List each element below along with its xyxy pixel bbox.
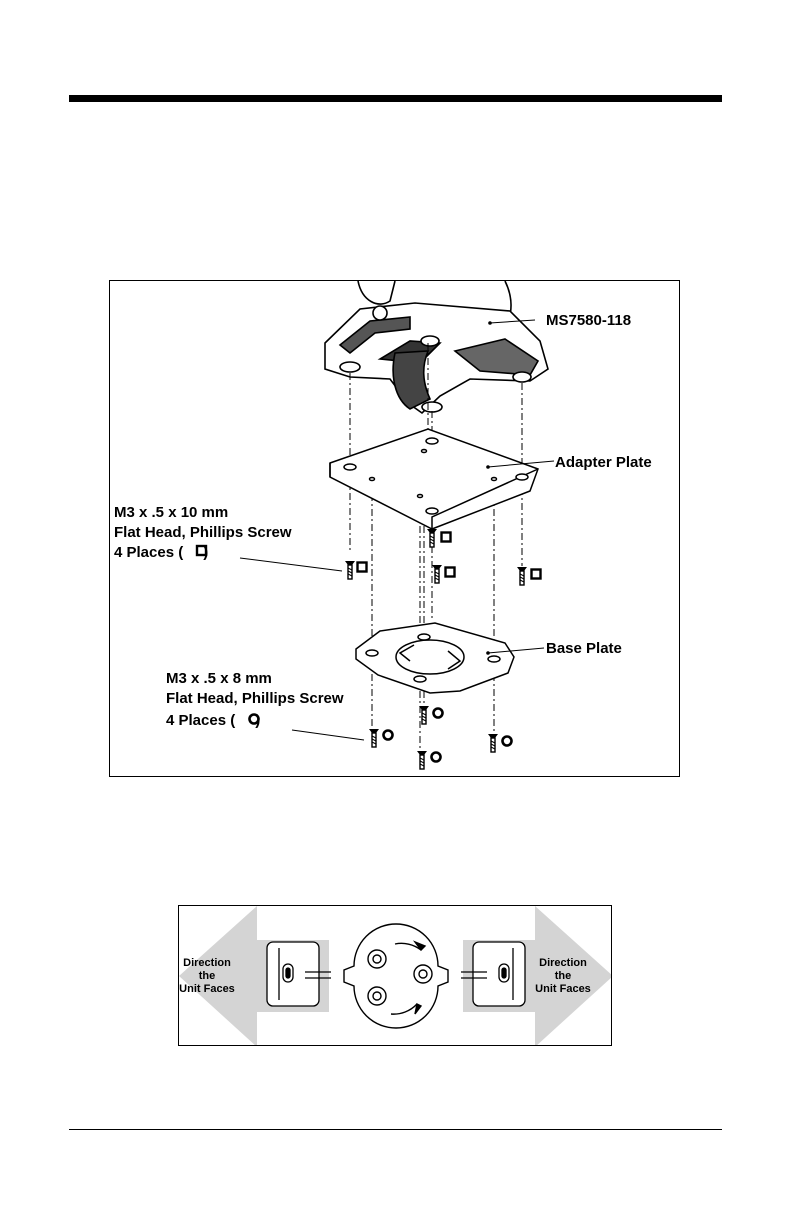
screw8-spec-line2: Flat Head, Phillips Screw xyxy=(166,690,344,707)
right-arrow-text-1: Direction xyxy=(539,957,587,969)
screw8-spec-line3: 4 Places () xyxy=(166,712,260,729)
header-rule xyxy=(69,95,722,102)
base-plate-illustration xyxy=(356,623,514,693)
mounting-diagram-svg: MS7580-118 Adapter Plate Base Plate M3 x… xyxy=(110,281,681,778)
direction-diagram: Direction the Unit Faces Direction the U… xyxy=(178,905,612,1046)
right-arrow-text-2: the xyxy=(555,970,572,982)
right-arrow-text-3: Unit Faces xyxy=(535,983,591,995)
adapter-plate-illustration xyxy=(330,429,538,529)
screw-8mm-group xyxy=(369,706,512,769)
base-plate-label: Base Plate xyxy=(546,640,622,657)
footer-rule xyxy=(69,1129,722,1130)
ms7580-stand-illustration xyxy=(325,281,548,413)
screw8-spec-line1: M3 x .5 x 8 mm xyxy=(166,670,272,687)
base-plate-rotation-icon xyxy=(344,924,448,1028)
screw10-spec-line3: 4 Places () xyxy=(114,544,208,561)
direction-diagram-svg: Direction the Unit Faces Direction the U… xyxy=(179,906,612,1046)
left-arrow-text-3: Unit Faces xyxy=(179,983,235,995)
mounting-exploded-diagram: MS7580-118 Adapter Plate Base Plate M3 x… xyxy=(109,280,680,777)
screw-10mm-group xyxy=(345,529,541,585)
left-arrow-text-1: Direction xyxy=(183,957,231,969)
left-arrow-text-2: the xyxy=(199,970,216,982)
ms7580-part-label: MS7580-118 xyxy=(546,312,631,329)
adapter-plate-label: Adapter Plate xyxy=(555,454,652,471)
screw10-spec-line2: Flat Head, Phillips Screw xyxy=(114,524,292,541)
screw10-spec-line1: M3 x .5 x 10 mm xyxy=(114,504,228,521)
